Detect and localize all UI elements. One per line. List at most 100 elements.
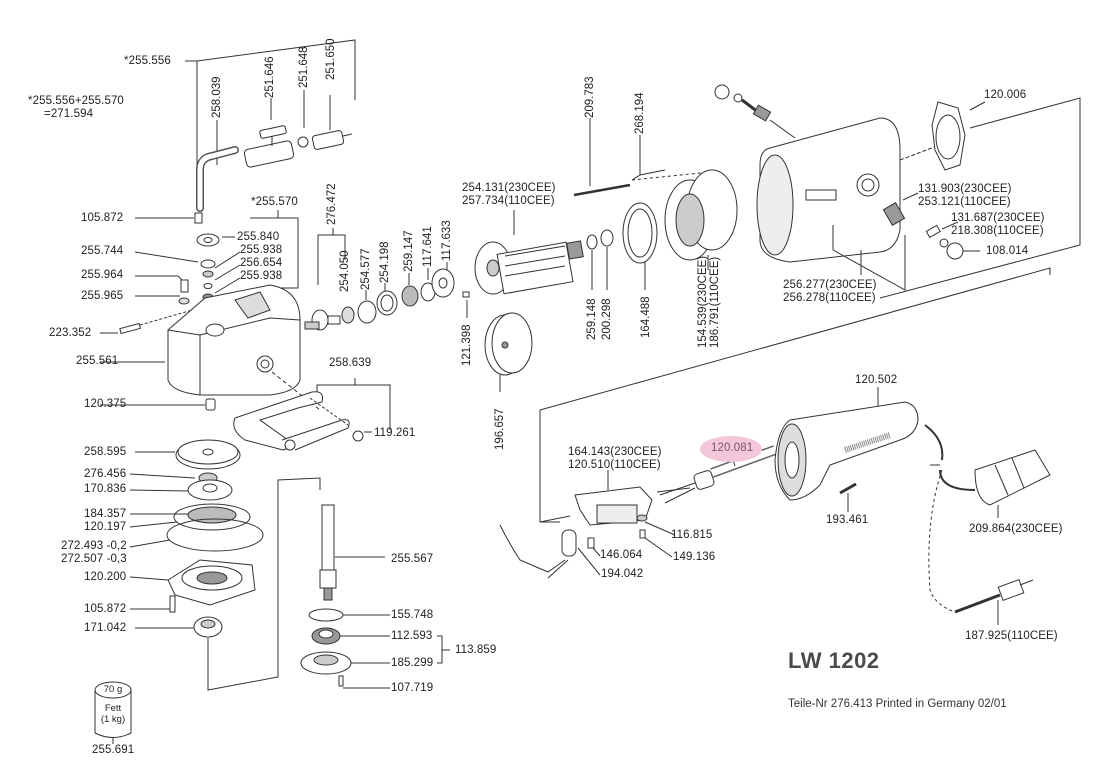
part-label[interactable]: 117.633	[441, 220, 453, 261]
part-label[interactable]: 105.872	[84, 603, 127, 615]
part-label[interactable]: 113.859	[455, 644, 497, 656]
part-label-group-stator: 154.539(230CEE) 186.791(110CEE)	[697, 256, 721, 348]
part-label[interactable]: 209.783	[584, 76, 596, 118]
part-label[interactable]: 116.815	[671, 529, 713, 541]
part-label[interactable]: *255.570	[251, 196, 298, 208]
gear-housing-drawing	[167, 284, 301, 396]
part-label[interactable]: 255.840	[237, 231, 280, 243]
part-label[interactable]: 255.744	[81, 245, 124, 257]
part-label[interactable]: 120.502	[855, 374, 898, 386]
part-label[interactable]: 258.595	[84, 446, 127, 458]
part-label[interactable]: 117.641	[422, 226, 434, 267]
part-label[interactable]: 218.308(110CEE)	[951, 224, 1044, 237]
pinion-drawing	[304, 309, 341, 331]
part-label[interactable]: 105.872	[81, 212, 124, 224]
schuko-plug-drawing	[954, 579, 1034, 614]
part-label[interactable]: 256.277(230CEE)	[783, 279, 877, 291]
part-label[interactable]: 255.938	[240, 244, 283, 256]
part-label[interactable]: 254.050	[339, 250, 351, 292]
part-label[interactable]: 268.194	[634, 92, 646, 134]
part-label[interactable]: 107.719	[391, 682, 434, 694]
capacitor-drawing	[499, 524, 577, 579]
part-label[interactable]: 120.200	[84, 571, 127, 583]
bracket-255556	[185, 39, 356, 170]
gear-258595-drawing	[175, 439, 241, 470]
grease-can-pack: (1 kg)	[100, 714, 126, 725]
part-label-group-shims: 272.493 -0,2 272.507 -0,3	[61, 540, 127, 565]
part-label[interactable]: 251.646	[264, 56, 276, 98]
part-label[interactable]: 120.510(110CEE)	[568, 458, 661, 471]
armature-drawing	[474, 240, 584, 295]
part-label[interactable]: 223.352	[49, 327, 92, 339]
part-label[interactable]: 256.654	[240, 257, 283, 269]
side-handle-drawing	[233, 391, 350, 451]
part-label[interactable]: 112.593	[391, 630, 433, 642]
spindle-drawing	[319, 504, 337, 601]
part-label[interactable]: 149.136	[673, 551, 716, 563]
part-label[interactable]: 254.577	[360, 248, 372, 290]
part-label[interactable]: 120.197	[84, 521, 127, 533]
part-label[interactable]: 255.965	[81, 290, 124, 302]
part-label[interactable]: 121.398	[461, 324, 473, 366]
part-label[interactable]: 193.461	[826, 514, 869, 526]
part-label[interactable]: 119.261	[374, 427, 416, 439]
part-label[interactable]: 194.042	[601, 568, 644, 580]
part-label[interactable]: 255.561	[76, 355, 119, 367]
part-label[interactable]: 256.278(110CEE)	[783, 291, 876, 304]
part-label[interactable]: 155.748	[391, 609, 434, 621]
part-label[interactable]: 120.375	[84, 398, 127, 410]
part-label[interactable]: 131.903(230CEE)	[918, 183, 1012, 195]
part-label[interactable]: 186.791(110CEE)	[709, 256, 721, 348]
switch-drawing	[574, 486, 653, 526]
part-label[interactable]: 164.143(230CEE)	[568, 446, 662, 458]
part-label[interactable]: 131.687(230CEE)	[951, 212, 1045, 224]
part-label-highlighted[interactable]: 120.081	[711, 442, 754, 454]
part-label[interactable]: 255.938	[240, 270, 283, 282]
part-label-group-armature: 254.131(230CEE) 257.734(110CEE)	[462, 182, 556, 207]
part-label[interactable]: 276.472	[326, 183, 338, 225]
part-label[interactable]: 196.657	[494, 408, 506, 450]
part-label[interactable]: 257.734(110CEE)	[462, 194, 555, 207]
part-label-group-brush-holder: 131.903(230CEE) 253.121(110CEE)	[918, 183, 1012, 208]
grease-can-name: Fett	[104, 703, 122, 714]
part-label[interactable]: 258.039	[211, 76, 223, 118]
elbow-pipe-drawing	[196, 146, 239, 212]
part-label[interactable]: 171.042	[84, 622, 127, 634]
part-label[interactable]: *255.556	[124, 55, 171, 67]
model-title: LW 1202	[788, 648, 880, 673]
part-label[interactable]: 259.147	[403, 230, 415, 272]
assembly-note: *255.556+255.570 =271.594	[28, 95, 124, 120]
part-label[interactable]: 154.539(230CEE)	[697, 255, 709, 348]
stator-drawing	[664, 169, 738, 261]
part-label[interactable]: 209.864(230CEE)	[969, 523, 1063, 535]
part-label[interactable]: 255.567	[391, 553, 434, 565]
part-label[interactable]: 255.964	[81, 269, 124, 281]
ball-valve-drawing	[243, 125, 295, 168]
part-label[interactable]: 272.507 -0,3	[61, 552, 127, 565]
part-label[interactable]: 272.493 -0,2	[61, 540, 127, 552]
part-label[interactable]: 164.488	[640, 296, 652, 338]
part-label[interactable]: 255.691	[92, 744, 135, 756]
part-label[interactable]: 251.650	[325, 38, 337, 80]
part-label[interactable]: 184.357	[84, 508, 127, 520]
part-label[interactable]: 146.064	[600, 549, 643, 561]
part-label[interactable]: 170.836	[84, 483, 127, 495]
part-label[interactable]: 108.014	[986, 245, 1029, 257]
part-label[interactable]: 258.639	[329, 357, 372, 369]
part-label[interactable]: 251.648	[298, 46, 310, 88]
part-label[interactable]: 253.121(110CEE)	[918, 195, 1011, 208]
part-label[interactable]: 254.131(230CEE)	[462, 182, 556, 194]
part-label[interactable]: 254.198	[379, 241, 391, 283]
part-label-group-carbon-brush: 131.687(230CEE) 218.308(110CEE)	[951, 212, 1045, 237]
part-label[interactable]: 120.006	[984, 89, 1027, 101]
fan-drawing	[484, 312, 533, 376]
brush-holder-top-drawing	[714, 84, 796, 139]
part-label[interactable]: 200.298	[601, 298, 613, 340]
part-label[interactable]: 259.148	[586, 298, 598, 340]
part-label[interactable]: 276.456	[84, 468, 127, 480]
part-label[interactable]: 187.925(110CEE)	[965, 630, 1058, 642]
cee-plug-drawing	[974, 449, 1051, 506]
part-label[interactable]: 185.299	[391, 657, 434, 669]
flange-120200-drawing	[167, 559, 256, 606]
